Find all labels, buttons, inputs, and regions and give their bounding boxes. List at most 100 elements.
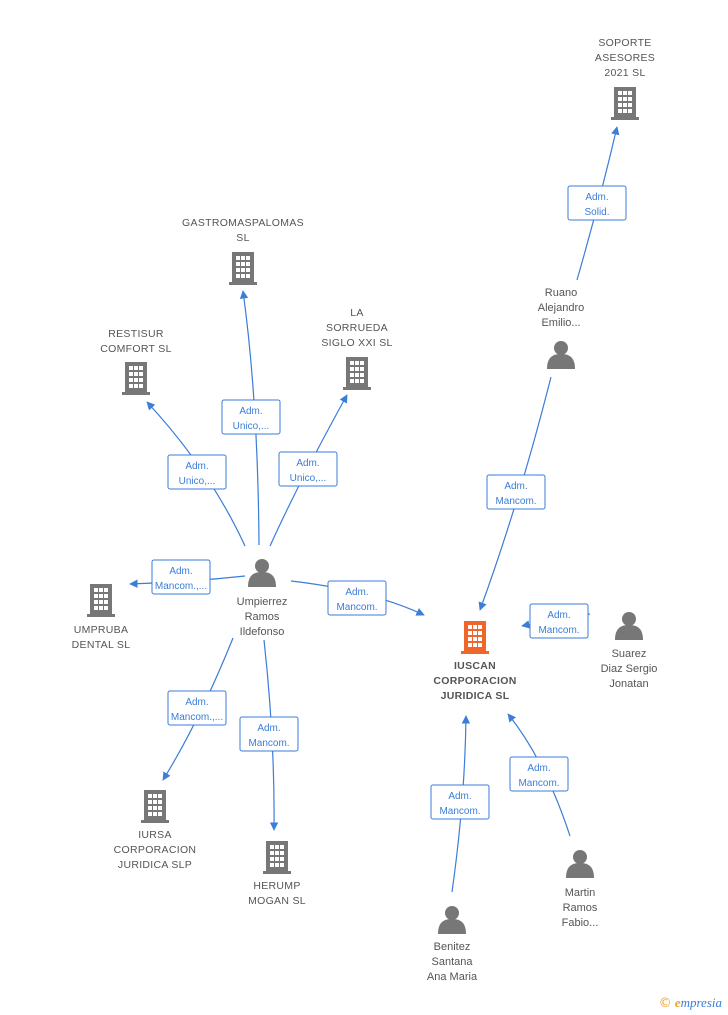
edge-label-line: Adm. (239, 406, 262, 417)
edge-label-line: Adm. (448, 791, 471, 802)
building-icon (229, 252, 257, 285)
edge-label-line: Adm. (169, 566, 192, 577)
edge-label-line: Mancom. (439, 806, 480, 817)
edge-label-box (430, 784, 490, 820)
company-node-soporte[interactable]: SOPORTE ASESORES 2021 SL (595, 37, 655, 120)
edge-label-line: Adm. (257, 723, 280, 734)
person-node-martin[interactable]: MartinRamosFabio... (562, 850, 599, 929)
node-label-line: ASESORES (595, 52, 655, 64)
edge-label[interactable]: Adm.Mancom. (509, 756, 569, 792)
edge-label-line: Unico,... (179, 476, 216, 487)
edge-label-box (509, 756, 569, 792)
edge-label-line: Adm. (185, 697, 208, 708)
node-label-line: Emilio... (541, 317, 580, 329)
node-label-line: MOGAN SL (248, 895, 306, 907)
person-icon (615, 612, 643, 640)
building-icon (611, 87, 639, 120)
edge-label-box (167, 454, 227, 490)
node-label-line: Martin (565, 887, 596, 899)
node-label-line: SOPORTE (598, 37, 651, 49)
edge-label[interactable]: Adm. Mancom.,... (151, 559, 211, 595)
edge-label[interactable]: Adm.Solid. (567, 185, 627, 221)
node-label-line: HERUMP (253, 880, 300, 892)
company-node-iursa[interactable]: IURSA CORPORACION JURIDICA SLP (114, 790, 197, 871)
edge-label-box (529, 603, 589, 639)
edge-label[interactable]: Adm.Mancom. (239, 716, 299, 752)
edge-label-line: Mancom.,... (171, 712, 223, 723)
node-label-line: Fabio... (562, 917, 599, 929)
node-label-line: Alejandro (538, 302, 584, 314)
edge-label-box (239, 716, 299, 752)
building-icon (122, 362, 150, 395)
company-node-herump[interactable]: HERUMP MOGAN SL (248, 841, 306, 907)
edge-labels-layer: Adm.Solid.Adm.Unico,...Adm.Unico,...Adm.… (151, 185, 627, 820)
node-label-line: JURIDICA SLP (118, 859, 192, 871)
node-label-line: Ildefonso (240, 626, 285, 638)
edge-label-box (221, 399, 281, 435)
edge-label[interactable]: Adm.Mancom. (327, 580, 387, 616)
node-label-line: DENTAL SL (72, 639, 131, 651)
edge-label-line: Adm. (527, 763, 550, 774)
node-label-line: Benitez (434, 941, 471, 953)
edge-label-line: Unico,... (233, 421, 270, 432)
node-label-line: 2021 SL (604, 67, 645, 79)
node-label-line: Ruano (545, 287, 577, 299)
node-label-line: SIGLO XXI SL (321, 337, 392, 349)
node-label-line: Umpierrez (237, 596, 288, 608)
edge-label-line: Adm. (585, 192, 608, 203)
edge-label[interactable]: Adm. Unico,... (278, 451, 338, 487)
person-icon (547, 341, 575, 369)
node-label-line: IUSCAN (454, 660, 496, 672)
edge-label-box (327, 580, 387, 616)
edge-label-line: Mancom. (538, 625, 579, 636)
building-icon (263, 841, 291, 874)
node-label-line: SORRUEDA (326, 322, 388, 334)
edge-label[interactable]: Adm. Unico,... (221, 399, 281, 435)
edge-label-line: Mancom.,... (155, 581, 207, 592)
node-label-line: RESTISUR (108, 328, 164, 340)
edge-label[interactable]: Adm. Mancom.,... (167, 690, 227, 726)
node-label-line: CORPORACION (433, 675, 516, 687)
company-node-umpruba[interactable]: UMPRUBA DENTAL SL (72, 584, 131, 651)
edge-label-box (278, 451, 338, 487)
node-label-line: UMPRUBA (74, 624, 129, 636)
person-node-ruano[interactable]: RuanoAlejandroEmilio... (538, 287, 584, 369)
node-label-line: Ana Maria (427, 971, 478, 983)
building-icon (87, 584, 115, 617)
company-node-gastro[interactable]: GASTROMASPALOMAS SL (182, 217, 304, 285)
edge-label[interactable]: Adm.Mancom. (529, 603, 589, 639)
edge-label[interactable]: Adm. Mancom. (430, 784, 490, 820)
empresia-logo[interactable]: © empresia (659, 995, 722, 1011)
company-node-sorrueda[interactable]: LA SORRUEDA SIGLO XXI SL (321, 307, 392, 390)
node-label-line: Ramos (563, 902, 598, 914)
edge-label-line: Unico,... (290, 473, 327, 484)
person-icon (566, 850, 594, 878)
edge-label[interactable]: Adm. Mancom. (486, 474, 546, 510)
node-label-line: GASTROMASPALOMAS (182, 217, 304, 229)
node-label-line: SL (236, 232, 249, 244)
node-label-line: CORPORACION (114, 844, 197, 856)
node-label-line: Ramos (245, 611, 280, 623)
edge-label-line: Mancom. (495, 496, 536, 507)
person-icon (438, 906, 466, 934)
node-label-line: LA (350, 307, 363, 319)
node-label-line: Suarez (612, 648, 647, 660)
edge-label-box (151, 559, 211, 595)
edge-label-box (167, 690, 227, 726)
edge-label-line: Adm. (345, 587, 368, 598)
edge-label-box (567, 185, 627, 221)
node-label-line: Santana (432, 956, 474, 968)
edge-label-line: Adm. (296, 458, 319, 469)
edge-label[interactable]: Adm.Unico,... (167, 454, 227, 490)
building-icon (141, 790, 169, 823)
node-label-line: Jonatan (609, 678, 648, 690)
node-label-line: IURSA (138, 829, 172, 841)
edge-label-line: Adm. (504, 481, 527, 492)
node-label-line: Diaz Sergio (601, 663, 658, 675)
